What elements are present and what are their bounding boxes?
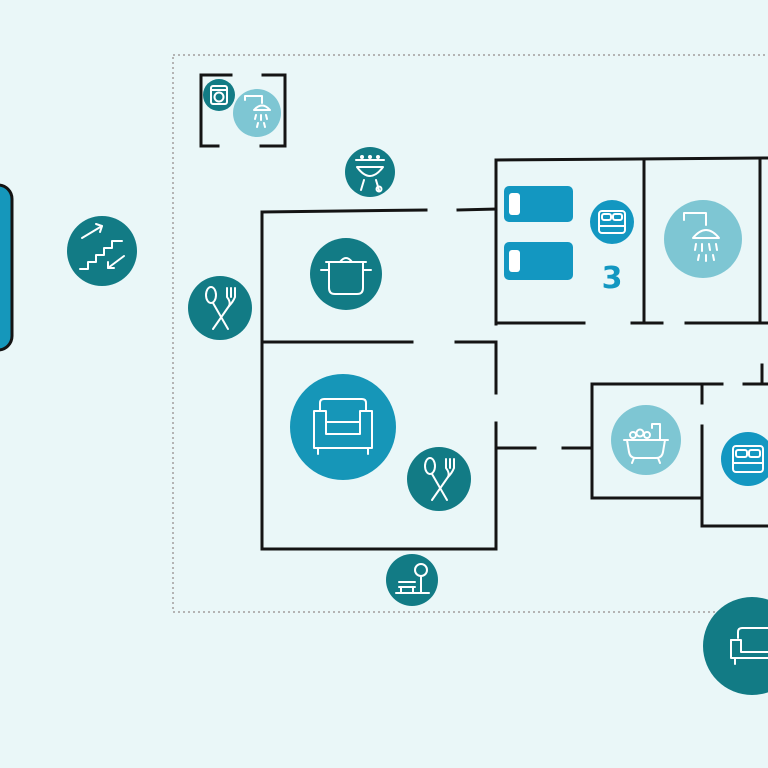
single-bed-icon xyxy=(504,242,573,280)
cooking-pot-icon xyxy=(310,238,382,310)
cutlery-icon xyxy=(188,276,252,340)
bathtub-icon xyxy=(611,405,681,475)
walls xyxy=(199,73,768,551)
armchair-icon xyxy=(290,374,396,480)
single-bed-icon xyxy=(504,186,573,222)
garden-bench-icon xyxy=(386,554,438,606)
property-boundary xyxy=(172,54,768,613)
double-bed-icon xyxy=(590,200,634,244)
room-count-label: 3 xyxy=(602,261,623,296)
shower-icon xyxy=(233,89,281,137)
washing-machine-icon xyxy=(203,79,235,111)
double-bed-icon xyxy=(721,432,768,486)
cutlery-icon xyxy=(407,447,471,511)
stairs-icon xyxy=(67,216,137,286)
barbecue-grill-icon xyxy=(345,147,395,197)
sofa-icon xyxy=(703,597,768,695)
shower-icon xyxy=(664,200,742,278)
side-panel xyxy=(0,183,14,352)
